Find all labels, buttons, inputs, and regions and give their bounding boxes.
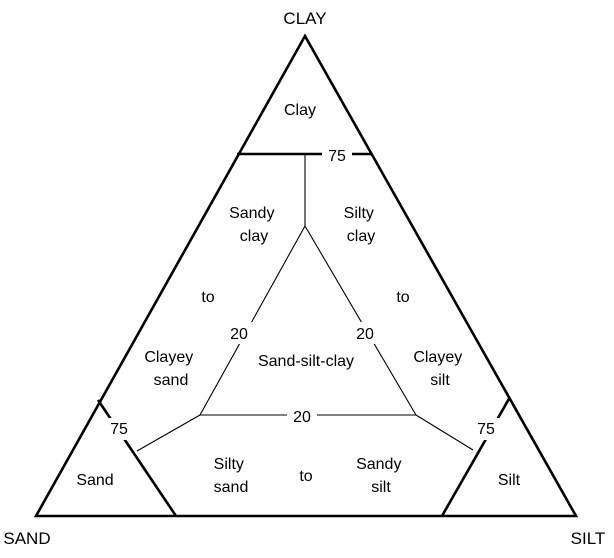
sand-75-boundary bbox=[96, 399, 178, 517]
region-label-sandy-clay: Sandy clay bbox=[229, 205, 279, 245]
region-label-clayey-sand: Clayey sand bbox=[144, 349, 197, 389]
region-label-sand: Sand bbox=[76, 472, 113, 489]
triangle-outline bbox=[33, 33, 579, 518]
inner-left-edge bbox=[199, 225, 306, 416]
region-label-clay: Clay bbox=[284, 102, 316, 119]
region-label-clayey-silt: Clayey silt bbox=[413, 349, 466, 389]
connector-label-left: to bbox=[201, 289, 214, 306]
connector-label-bottom: to bbox=[299, 468, 312, 485]
region-label-sand-silt-clay: Sand-silt-clay bbox=[258, 353, 354, 370]
threshold-sand-75: 75 bbox=[110, 421, 128, 438]
vertex-label-silt: SILT bbox=[571, 529, 606, 548]
threshold-inner-left-20: 20 bbox=[230, 326, 248, 343]
vertex-label-clay: CLAY bbox=[283, 9, 326, 28]
threshold-clay-75: 75 bbox=[328, 148, 346, 165]
vertex-label-sand: SAND bbox=[3, 529, 50, 548]
threshold-inner-right-20: 20 bbox=[356, 326, 374, 343]
inner-right-edge bbox=[304, 225, 417, 416]
region-label-silty-clay: Silty clay bbox=[344, 205, 379, 245]
connector-label-right: to bbox=[396, 289, 409, 306]
region-label-silt: Silt bbox=[498, 472, 521, 489]
silt-divider-line bbox=[415, 414, 474, 451]
region-label-silty-sand: Silty sand bbox=[214, 456, 249, 496]
region-label-sandy-silt: Sandy silt bbox=[356, 456, 406, 496]
sand-divider-line bbox=[136, 414, 201, 452]
silt-75-boundary bbox=[440, 396, 512, 517]
threshold-silt-75: 75 bbox=[477, 421, 495, 438]
threshold-inner-bottom-20: 20 bbox=[293, 409, 311, 426]
